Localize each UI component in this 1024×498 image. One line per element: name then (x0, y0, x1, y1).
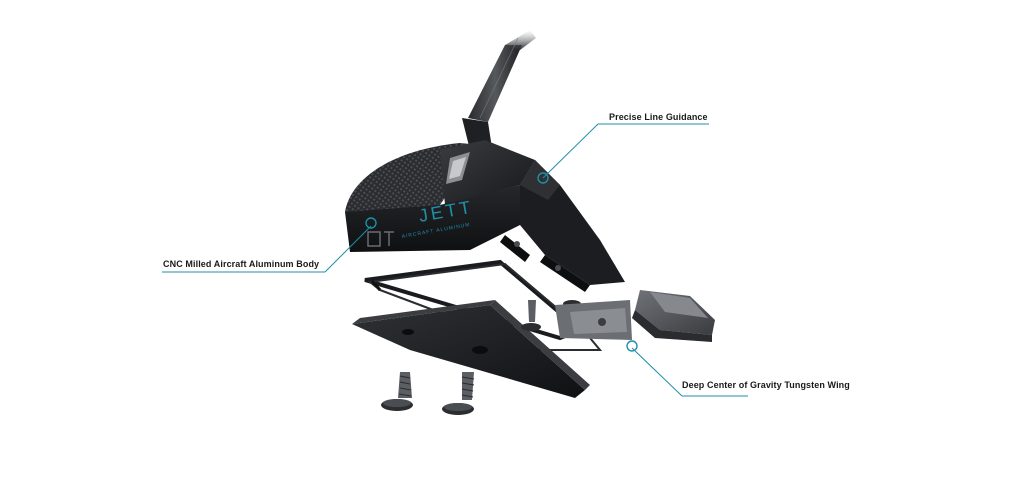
callout-label-precise-line: Precise Line Guidance (609, 112, 708, 122)
screw-right (442, 372, 475, 415)
callout-marker (365, 217, 377, 229)
callout-tungsten-wing (626, 340, 748, 397)
aluminum-body: JETT AIRCRAFT ALUMINUM (345, 140, 625, 292)
tungsten-wing (555, 290, 715, 342)
shaft (462, 30, 536, 150)
callout-precise-line (537, 123, 709, 184)
callout-aluminum-body (162, 217, 377, 273)
sole-plate (352, 300, 590, 398)
callout-marker (626, 340, 638, 352)
screw-center (521, 300, 541, 331)
screw-left (381, 372, 413, 411)
callout-label-tungsten-wing: Deep Center of Gravity Tungsten Wing (682, 380, 850, 390)
callout-marker (537, 172, 549, 184)
callout-label-aluminum-body: CNC Milled Aircraft Aluminum Body (163, 259, 320, 269)
